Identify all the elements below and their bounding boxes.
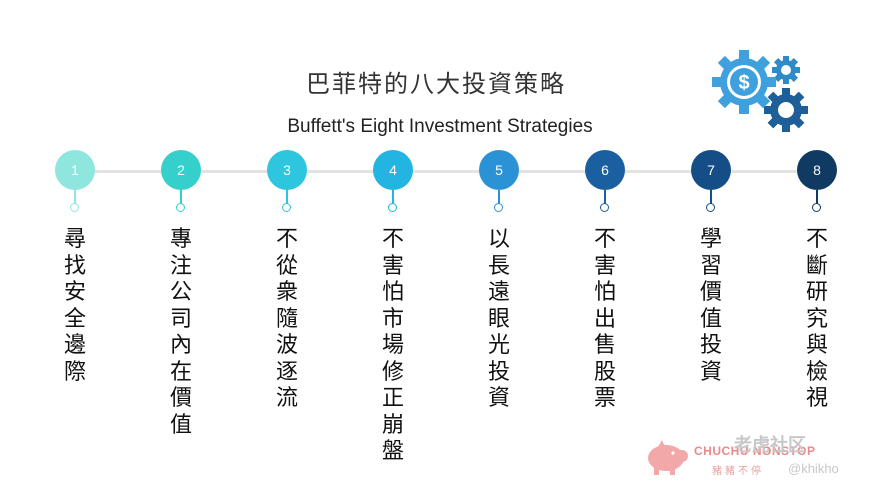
dollar-gears-icon: $ <box>712 50 808 132</box>
step-label: 不從衆隨波逐流 <box>275 227 298 411</box>
page-title-english: Buffett's Eight Investment Strategies <box>287 116 593 137</box>
step-label: 專注公司內在價值 <box>169 227 192 438</box>
step-number-circle: 8 <box>797 150 837 190</box>
timeline-step: 5 <box>479 150 519 212</box>
timeline-step: 7 <box>691 150 731 212</box>
step-label: 以長遠眼光投資 <box>487 227 510 411</box>
timeline-step: 3 <box>267 150 307 212</box>
step-connector-dot <box>388 203 397 212</box>
step-number-circle: 5 <box>479 150 519 190</box>
step-connector <box>710 190 712 204</box>
step-connector-dot <box>494 203 503 212</box>
timeline-step: 1 <box>55 150 95 212</box>
step-connector <box>498 190 500 204</box>
step-label: 尋找安全邊際 <box>63 227 86 385</box>
step-connector-dot <box>706 203 715 212</box>
watermark-subtitle: 豬豬不停 <box>712 466 764 477</box>
step-connector <box>286 190 288 204</box>
watermark-site: 老虎社区 <box>734 435 806 456</box>
step-number-circle: 4 <box>373 150 413 190</box>
step-label: 不害怕出售股票 <box>593 227 616 411</box>
step-connector <box>392 190 394 204</box>
step-connector-dot <box>600 203 609 212</box>
step-connector <box>816 190 818 204</box>
step-connector <box>74 190 76 204</box>
step-label: 學習價值投資 <box>699 227 722 385</box>
step-connector-dot <box>812 203 821 212</box>
timeline-step: 4 <box>373 150 413 212</box>
timeline-step: 2 <box>161 150 201 212</box>
timeline-step: 6 <box>585 150 625 212</box>
page-title-chinese: 巴菲特的八大投資策略 <box>306 70 566 98</box>
step-number-circle: 2 <box>161 150 201 190</box>
watermark-handle: @khikho <box>788 461 839 476</box>
watermark: CHUCHU NONSTOP 豬豬不停 老虎社区 @khikho <box>642 432 872 487</box>
step-number-circle: 6 <box>585 150 625 190</box>
watermark-brand: CHUCHU NONSTOP <box>694 444 816 458</box>
piggy-bank-icon <box>648 440 688 475</box>
timeline-step: 8 <box>797 150 837 212</box>
step-connector-dot <box>176 203 185 212</box>
step-connector <box>604 190 606 204</box>
step-connector <box>180 190 182 204</box>
step-label: 不害怕市場修正崩盤 <box>381 227 404 464</box>
step-number-circle: 1 <box>55 150 95 190</box>
step-connector-dot <box>282 203 291 212</box>
step-connector-dot <box>70 203 79 212</box>
step-number-circle: 7 <box>691 150 731 190</box>
step-label: 不斷研究與檢視 <box>805 227 828 411</box>
timeline-line <box>75 170 818 173</box>
svg-text:$: $ <box>738 72 749 94</box>
step-number-circle: 3 <box>267 150 307 190</box>
